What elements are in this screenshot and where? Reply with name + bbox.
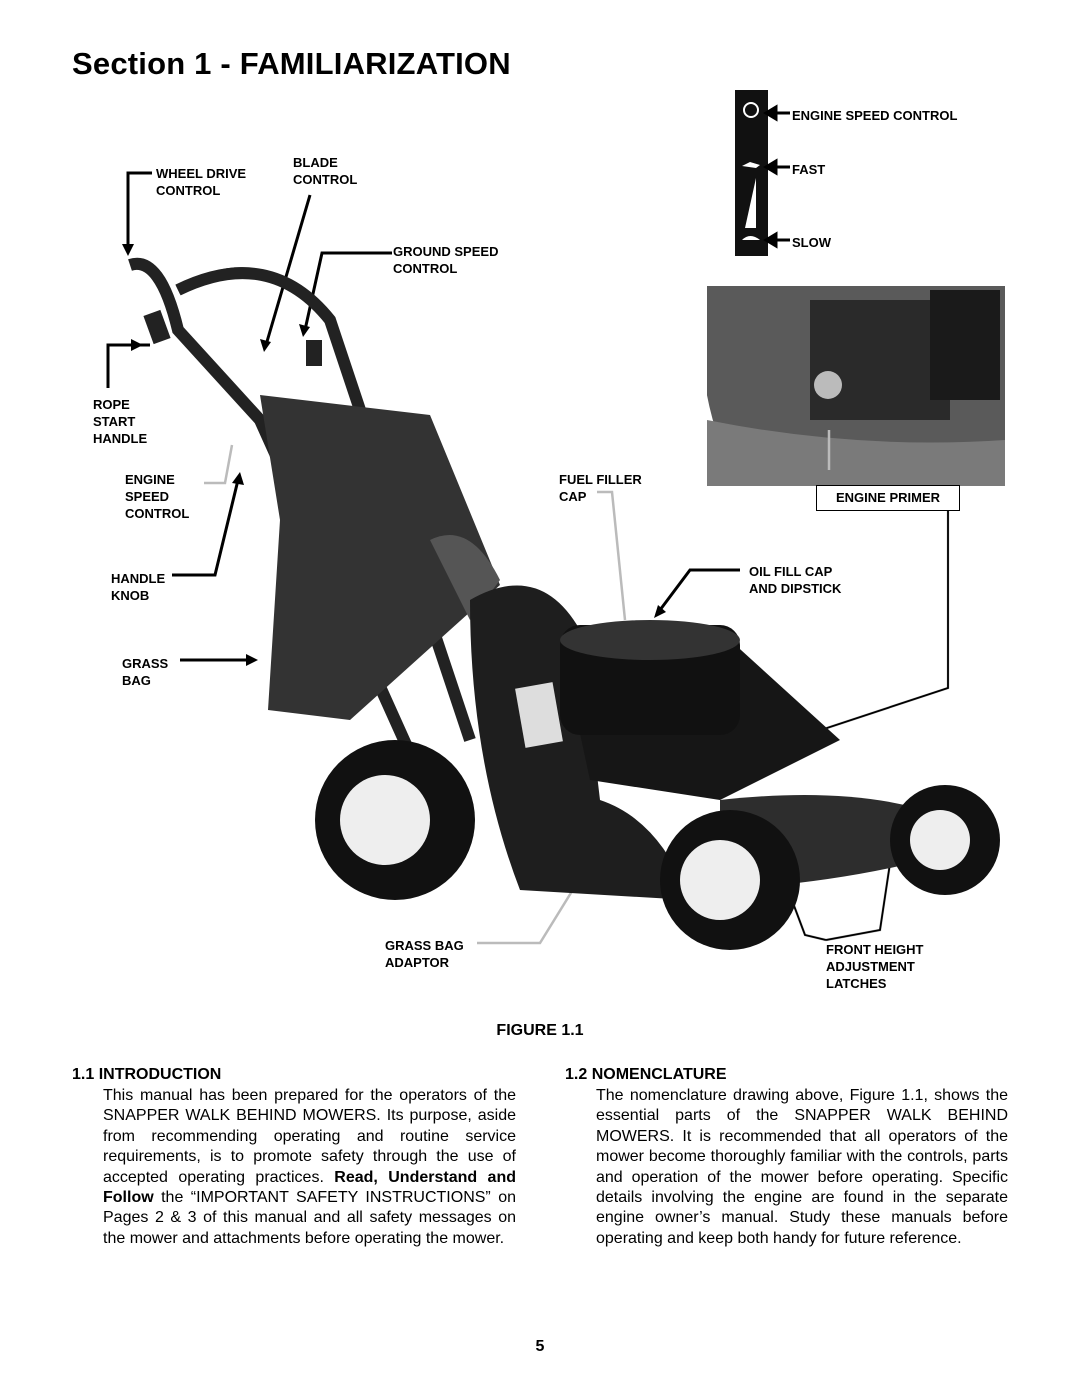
mower-handle xyxy=(128,257,476,823)
label-grass-bag-adaptor: GRASS BAG ADAPTOR xyxy=(385,938,464,970)
throttle-decal xyxy=(735,90,768,256)
label-handle-knob: HANDLE KNOB xyxy=(111,571,166,603)
page-number: 5 xyxy=(535,1338,545,1355)
front-wheel-left xyxy=(660,810,800,950)
nomenclature-paragraph: The nomenclature drawing above, Figure 1… xyxy=(596,1087,1008,1247)
engine-closeup-photo xyxy=(701,286,1005,486)
nomenclature-heading: 1.2 NOMENCLATURE xyxy=(565,1066,727,1083)
label-engine-speed-control-top: ENGINE SPEED CONTROL xyxy=(792,108,958,123)
label-rope-start-handle: ROPE START HANDLE xyxy=(93,397,148,446)
label-front-height-latches: FRONT HEIGHT ADJUSTMENT LATCHES xyxy=(826,942,924,991)
label-grass-bag: GRASS BAG xyxy=(122,656,169,688)
figure-caption: FIGURE 1.1 xyxy=(496,1022,584,1039)
label-wheel-drive-control: WHEEL DRIVE CONTROL xyxy=(156,166,247,198)
label-ground-speed-control: GROUND SPEED CONTROL xyxy=(393,244,499,276)
label-engine-primer: ENGINE PRIMER xyxy=(816,485,960,511)
intro-text-a: This manual has been prepared for the op… xyxy=(103,1087,516,1186)
label-fast: FAST xyxy=(792,162,826,177)
label-slow: SLOW xyxy=(792,235,831,250)
label-fuel-filler-cap: FUEL FILLER CAP xyxy=(559,472,642,504)
label-oil-fill-cap: OIL FILL CAP AND DIPSTICK xyxy=(749,564,842,596)
mower-illustration xyxy=(106,90,1005,950)
front-wheel-right xyxy=(890,785,1000,895)
intro-text-b: the “IMPORTANT SAFETY INSTRUCTIONS” on P… xyxy=(103,1189,516,1247)
page-title: Section 1 - FAMILIARIZATION xyxy=(72,46,511,81)
intro-bold: Read, Understand and Follow xyxy=(103,1168,516,1207)
grass-bag xyxy=(260,395,500,720)
engine xyxy=(560,620,740,735)
rear-wheel xyxy=(315,740,475,900)
intro-paragraph: This manual has been prepared for the op… xyxy=(103,1086,516,1249)
label-blade-control: BLADE CONTROL xyxy=(293,155,358,187)
intro-heading: 1.1 INTRODUCTION xyxy=(72,1066,222,1083)
label-engine-speed-control: ENGINE SPEED CONTROL xyxy=(125,472,190,521)
